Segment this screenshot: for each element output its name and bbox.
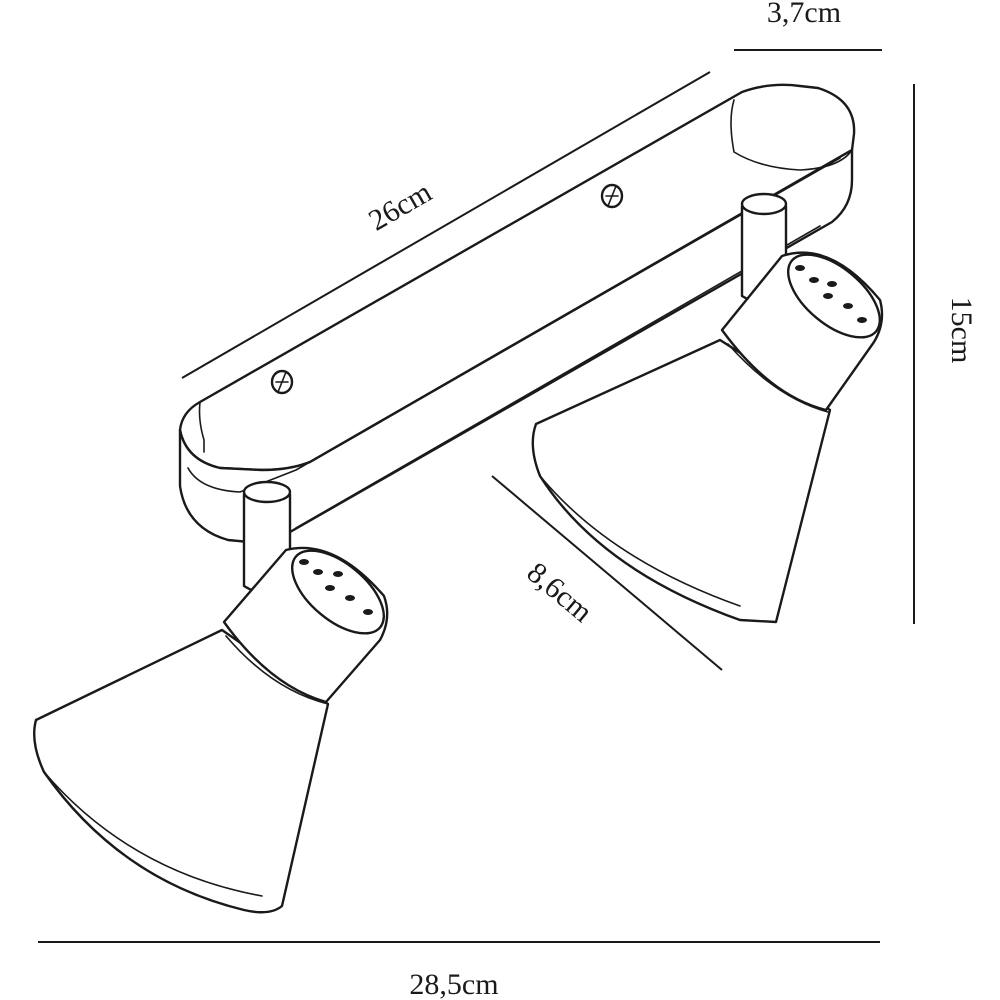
vent-holes <box>795 265 867 323</box>
spotlight-left <box>33 480 389 914</box>
length-label: 26cm <box>363 175 437 237</box>
shade-diameter-label: 8,6cm <box>521 556 599 629</box>
vent-holes <box>299 559 373 615</box>
base-plate <box>178 83 856 546</box>
total-width-label: 28,5cm <box>409 968 498 1000</box>
height-label: 15cm <box>945 297 978 364</box>
screw-icon <box>270 369 294 395</box>
spotlight-right <box>531 192 884 624</box>
length-dimension-line <box>181 71 711 379</box>
shade-dimension-line <box>491 475 723 671</box>
depth-label: 3,7cm <box>767 0 841 29</box>
screw-icon <box>600 183 624 209</box>
